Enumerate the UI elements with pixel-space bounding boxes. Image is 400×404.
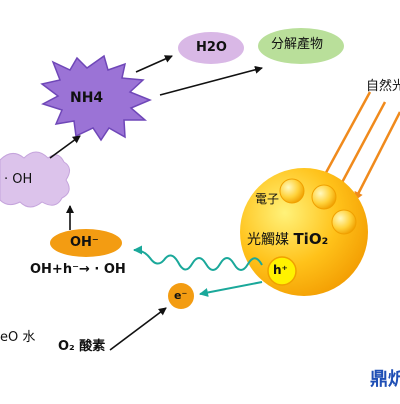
hole-ball	[267, 256, 297, 286]
sunlight-label: 自然光	[366, 79, 400, 94]
water-label: eO 水	[0, 330, 36, 345]
electron-flow-arrow	[199, 281, 263, 297]
hydroxide-bubble	[50, 229, 122, 257]
decomposition-label: 分解產物	[271, 37, 324, 52]
oxygen-label: O₂ 酸素	[58, 339, 106, 354]
electron-label: e⁻	[174, 289, 188, 302]
reaction-arrows	[49, 55, 263, 351]
electrons-label: 電子	[255, 192, 280, 206]
nh4-label: NH4	[70, 90, 104, 106]
photocatalyst-prefix: 光觸媒	[247, 232, 294, 248]
electron-ball-3	[331, 209, 357, 235]
hydroxyl-cloud	[0, 151, 70, 208]
electron-ball-1	[279, 178, 305, 204]
hydroxyl-radical-label: · OH	[4, 172, 33, 187]
decomposition-bubble	[258, 28, 344, 64]
reaction-equation: OH+h⁻→ · OH	[30, 262, 126, 277]
photocatalyst-formula: TiO₂	[293, 230, 329, 248]
free-electron-ball	[168, 283, 194, 309]
electron-ball-2	[311, 184, 337, 210]
h2o-bubble	[178, 32, 244, 64]
photocatalyst-label: 光觸媒 TiO₂	[247, 230, 329, 248]
h2o-label: H2O	[196, 40, 227, 55]
hydroxide-label: OH⁻	[70, 235, 99, 250]
sunlight-rays	[320, 91, 400, 201]
hole-label: h⁺	[273, 263, 288, 277]
nh4-burst	[40, 54, 152, 142]
hole-wave	[133, 245, 263, 271]
brand-label: 鼎炘	[370, 369, 400, 390]
